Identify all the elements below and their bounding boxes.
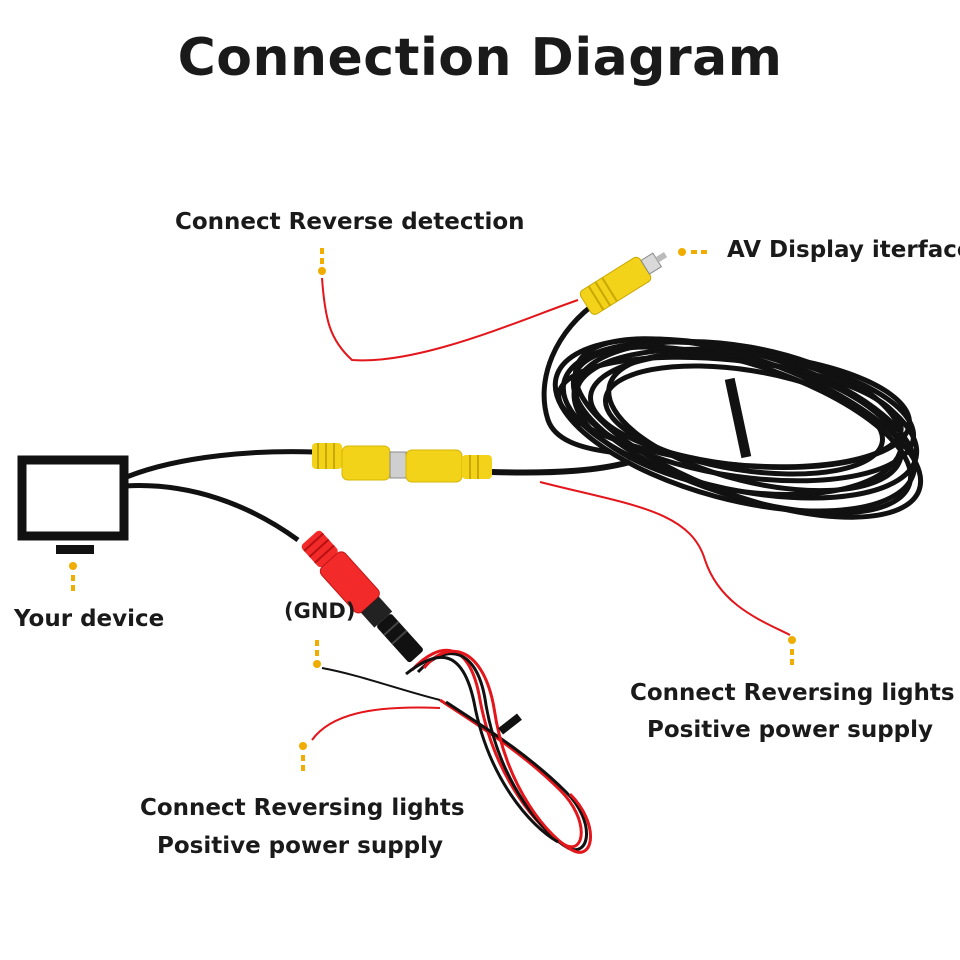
red-black-coil xyxy=(405,648,592,854)
coiled-cable xyxy=(552,336,924,520)
marker-av-display xyxy=(678,248,707,256)
label-right-lights-line2: Positive power supply xyxy=(646,717,934,743)
red-dc-connector xyxy=(301,530,423,663)
page-title: Connection Diagram xyxy=(177,28,783,88)
label-right-lights-line1: Connect Reversing lights xyxy=(630,680,955,706)
marker-your-device xyxy=(69,562,77,591)
label-reverse-detection: Connect Reverse detection xyxy=(175,209,525,235)
gnd-wire-end xyxy=(321,667,441,701)
device-cable-upper xyxy=(123,449,316,481)
yellow-inline-connector xyxy=(312,443,492,483)
reverse-detection-wire xyxy=(321,277,579,362)
marker-bottom-lights xyxy=(299,742,307,771)
label-gnd: (GND) xyxy=(284,599,356,623)
label-av-display: AV Display iterface xyxy=(727,237,960,263)
marker-gnd xyxy=(313,640,321,668)
right-power-wire xyxy=(539,481,791,636)
main-cable xyxy=(491,459,631,476)
label-bottom-lights-line2: Positive power supply xyxy=(156,833,444,859)
device-cable-lower xyxy=(123,483,300,543)
av-cable xyxy=(541,297,611,455)
power-wire-end xyxy=(311,706,441,741)
marker-right-lights xyxy=(788,636,796,665)
monitor-icon xyxy=(17,455,129,554)
label-your-device: Your device xyxy=(14,606,165,632)
marker-reverse-detection xyxy=(318,248,326,275)
label-bottom-lights-line1: Connect Reversing lights xyxy=(140,795,465,821)
av-rca-connector xyxy=(579,252,668,315)
